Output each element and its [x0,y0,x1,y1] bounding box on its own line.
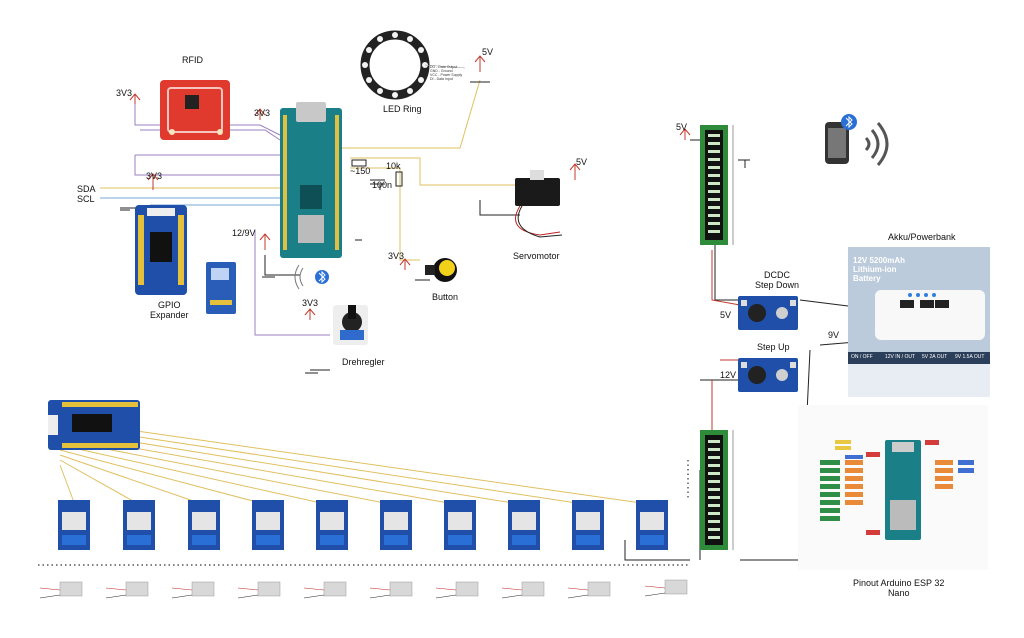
relay-module [380,500,412,550]
relay-module [508,500,540,550]
relay-module [188,500,220,550]
battery-col-9v: 9V 1.5A OUT [955,354,985,360]
pinout-label: Pinout Arduino ESP 32 Nano [853,578,945,598]
red-wires [711,250,741,430]
voltage-3v3: 3V3 [254,108,271,118]
solenoid-lock [644,579,688,597]
phone-icon [825,114,857,164]
battery-col-onoff: ON / OFF [851,354,873,360]
pinout-chart [798,405,988,570]
led-ring-label: LED Ring [383,104,422,114]
solenoid-lock [303,581,347,599]
relay-module [252,500,284,550]
r150-label: ~150 [350,166,371,176]
blue-wires [100,197,300,206]
c100n-label: 100n [372,180,393,190]
relay-module [58,500,90,550]
solenoid-lock [39,581,83,599]
solenoid-lock [435,581,479,599]
servomotor-label: Servomotor [513,251,560,261]
powerbank [848,247,990,397]
gpio-expander [135,205,187,295]
relay-row [58,500,668,550]
dotted-lines [38,460,690,566]
relay-module [444,500,476,550]
led-ring: DO - Data Output GND - Ground VCC - Powe… [360,30,466,100]
wifi-waves-icon [864,122,889,166]
relay-module [316,500,348,550]
voltage-3v3: 3V3 [116,88,133,98]
potentiometer [333,305,368,345]
akku-powerbank-label: Akku/Powerbank [888,232,956,242]
gpio-board-large [48,400,140,450]
solenoid-lock [567,581,611,599]
resistor-caps [351,159,403,187]
sda-label: SDA [77,184,96,194]
dcdc-step-down-label: DCDC Step Down [755,270,800,290]
relay-module [572,500,604,550]
voltage-5v: 5V [482,47,494,57]
svg-text:GND - Ground: GND - Ground [430,69,453,73]
gpio-expander-label: GPIO Expander [150,300,189,320]
solenoid-lock [105,581,149,599]
scl-label: SCL [77,194,95,204]
solenoid-lock [369,581,413,599]
svg-text:VCC - Power Supply: VCC - Power Supply [430,73,462,77]
voltage-arrows [129,55,691,320]
svg-text:DI - Data Input: DI - Data Input [430,77,453,81]
voltage-3v3: 3V3 [302,298,319,308]
solenoid-lock [171,581,215,599]
step-up-label: Step Up [757,342,790,352]
voltage-5v: 5V [576,157,588,167]
rfid-module [160,80,230,140]
voltage-3v3: 3V3 [146,171,163,181]
push-button [425,258,457,282]
voltage-5v: 5V [676,122,688,132]
small-blue-board [206,262,236,314]
voltage-9v: 9V [828,330,840,340]
voltage-5v: 5V [720,310,732,320]
voltage-12-9v: 12/9V [232,228,256,238]
button-label: Button [432,292,459,302]
relay-module [636,500,668,550]
solenoid-lock [237,581,281,599]
dcdc-step-down [738,296,798,330]
servomotor [515,170,563,238]
battery-title: 12V 5200mAh Lithium-ion Battery [853,256,906,283]
battery-col-12v: 12V IN / OUT [885,354,916,360]
svg-text:DO - Data Output: DO - Data Output [430,65,457,69]
arduino-nano-esp32 [280,102,342,290]
solenoid-row [39,579,688,599]
terminal-block-bottom [700,430,734,550]
terminal-block-top [700,125,734,245]
battery-col-5v: 5V 2A OUT [922,354,948,360]
relay-module [123,500,155,550]
rfid-label: RFID [182,55,203,65]
drehregler-label: Drehregler [342,357,385,367]
ground-symbols [120,81,746,374]
dcdc-step-up [738,358,798,392]
r10k-label: 10k [386,161,401,171]
solenoid-lock [501,581,545,599]
voltage-12v: 12V [720,370,737,380]
voltage-3v3: 3V3 [388,251,405,261]
